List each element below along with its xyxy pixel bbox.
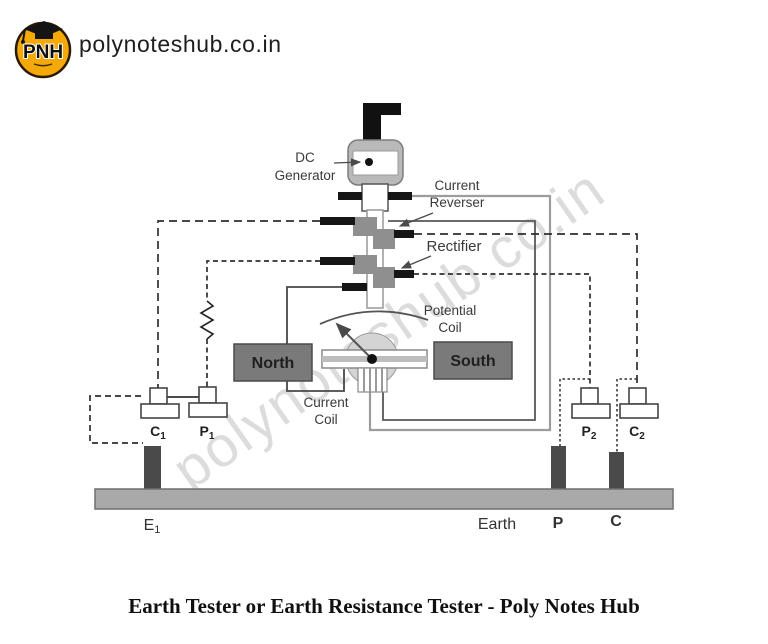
crank-handle	[363, 103, 401, 142]
magnet-south: South	[433, 341, 513, 380]
terminal-post	[580, 387, 599, 405]
terminal-post	[149, 387, 168, 405]
meter-needle	[335, 322, 375, 362]
dc-generator	[338, 103, 412, 212]
cap-tassel-end	[21, 40, 25, 44]
north-pole-box	[233, 343, 313, 382]
potential-coil-label-line2: Coil	[438, 320, 461, 335]
reverser-bar-left	[320, 217, 355, 225]
meter-scale-arc	[319, 310, 429, 325]
wire-reverser-to-c1	[157, 220, 320, 388]
south-pole-box	[433, 341, 513, 380]
terminal-base	[619, 403, 659, 419]
electrode-p-label: P	[553, 515, 564, 532]
reverser-bar-right	[394, 230, 414, 238]
pnh-logo: PNH	[14, 21, 72, 79]
graduation-cap-icon	[24, 21, 63, 37]
terminal-c2-label: C2	[629, 423, 645, 442]
cap-tassel	[22, 28, 26, 42]
generator-pointer-arrow	[333, 158, 362, 167]
reverser-label-line1: Current	[434, 178, 479, 193]
wire-c2-to-c-electrode	[616, 378, 637, 452]
current-coil-label-line2: Coil	[314, 412, 337, 427]
annotations: DC Generator Current Reverser Rectifier …	[275, 150, 485, 427]
electrode-p	[551, 446, 566, 491]
meter-pivot	[367, 354, 377, 364]
rectifier-block-right	[373, 267, 395, 288]
site-header: PNH polynoteshub.co.in	[0, 0, 768, 92]
rectifier-pointer-arrow	[400, 255, 432, 269]
rectifier-bar-left	[320, 257, 355, 265]
wire-c1-to-e1-electrode	[89, 395, 143, 444]
electrode-c	[609, 452, 624, 491]
electrode-e1-label: E1	[144, 517, 161, 536]
earth-surface-bar	[94, 488, 674, 510]
logo-tagline-mark	[33, 63, 53, 67]
graduation-cap-base	[35, 32, 53, 39]
figure-caption: Earth Tester or Earth Resistance Tester …	[128, 594, 640, 618]
resistor-zigzag	[199, 300, 215, 340]
rectifier-block-left	[353, 255, 377, 274]
north-label: North	[252, 355, 295, 372]
wire-rectifier-to-resistor	[206, 260, 320, 301]
terminal-p1: P1	[188, 386, 228, 442]
commutator-assembly	[320, 209, 414, 309]
meter-assembly	[319, 310, 429, 393]
terminal-p1-label: P1	[200, 423, 215, 442]
reverser-label-line2: Reverser	[430, 195, 485, 210]
brush-bar-left	[338, 192, 362, 200]
south-label: South	[450, 353, 495, 370]
generator-label-line2: Generator	[275, 168, 336, 183]
wire-rectifier-to-meter	[286, 286, 345, 392]
potential-coil-label-line1: Potential	[424, 303, 477, 318]
rectifier-bar-right	[394, 270, 414, 278]
wire-reverser-to-c2	[414, 233, 638, 388]
terminal-post	[198, 386, 217, 404]
brush-bar-right	[388, 192, 412, 200]
terminal-c1: C1	[140, 387, 180, 442]
generator-dot	[365, 158, 373, 166]
current-coil-label-line1: Current	[303, 395, 348, 410]
magnet-north: North	[233, 343, 313, 382]
earth-ground: E1 Earth P C	[94, 446, 674, 536]
terminal-base	[188, 402, 228, 418]
reverser-block-left	[353, 217, 377, 236]
meter-feed-bar	[342, 283, 367, 291]
terminal-p2: P2	[571, 387, 611, 442]
wire-reverser-to-current-coil	[382, 220, 536, 421]
terminal-c1-label: C1	[150, 423, 166, 442]
generator-label-line1: DC	[295, 150, 315, 165]
terminal-c2: C2	[619, 387, 659, 442]
generator-body	[352, 150, 399, 176]
earth-label: Earth	[478, 516, 516, 533]
reverser-block-right	[373, 229, 395, 249]
electrode-c-label: C	[610, 513, 622, 530]
site-title: polynoteshub.co.in	[79, 31, 282, 57]
brush-box	[361, 183, 389, 212]
terminal-base	[571, 403, 611, 419]
terminal-post	[628, 387, 647, 405]
reverser-pointer-arrow	[398, 212, 434, 227]
terminal-base	[140, 403, 180, 419]
terminal-p2-label: P2	[582, 423, 597, 442]
wire-p2-to-p-electrode	[559, 378, 590, 446]
electrode-e1	[144, 446, 161, 491]
wire-generator-to-current-coil	[368, 194, 552, 432]
logo-monogram: PNH	[23, 42, 63, 63]
rectifier-label: Rectifier	[426, 238, 481, 255]
